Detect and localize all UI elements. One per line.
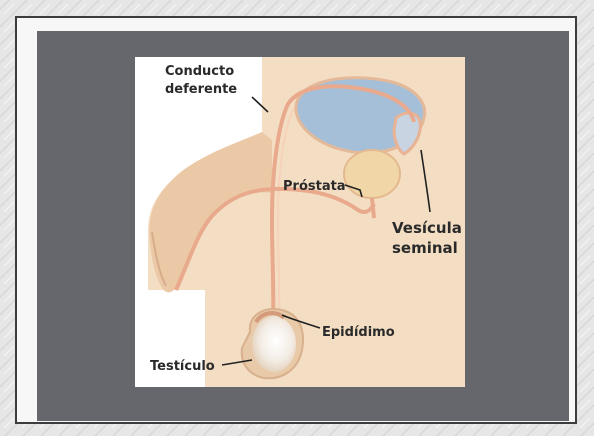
prostate — [344, 150, 400, 198]
label-vesicula-line1: Vesícula — [392, 219, 462, 237]
label-vesicula-line2: seminal — [392, 239, 458, 257]
label-conducto-line1: Conducto — [165, 64, 234, 79]
label-testiculo: Testículo — [150, 359, 215, 374]
label-conducto-line2: deferente — [165, 82, 237, 97]
label-prostata: Próstata — [283, 179, 346, 194]
label-epididimo: Epidídimo — [322, 325, 395, 340]
testicle — [252, 316, 296, 372]
